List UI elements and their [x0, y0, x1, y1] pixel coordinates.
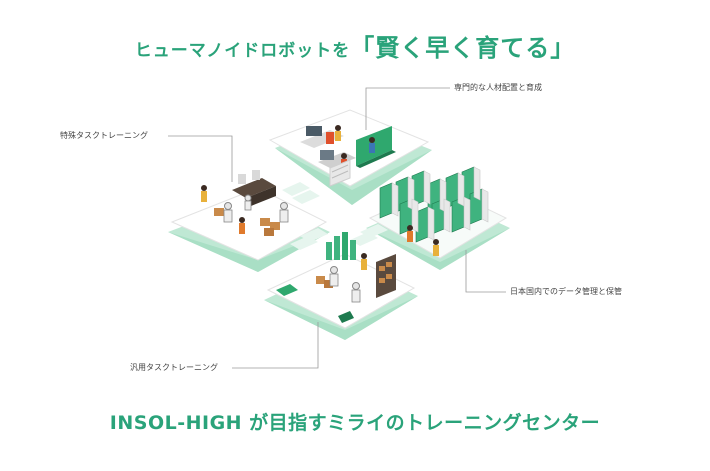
- general-task-scene: [276, 232, 396, 323]
- callout-special-task: 特殊タスクトレーニング: [60, 131, 148, 140]
- data-racks-scene: [379, 166, 489, 256]
- callout-data-storage: 日本国内でのデータ管理と保管: [510, 287, 622, 296]
- callout-talent: 専門的な人材配置と育成: [454, 83, 542, 92]
- walkways: [282, 182, 388, 250]
- headline: ヒューマノイドロボットを「賢く早く育てる」: [0, 28, 710, 63]
- footer-tagline: INSOL-HIGH が目指すミライのトレーニングセンター: [109, 412, 601, 434]
- special-task-scene: [201, 170, 289, 236]
- callout-lines: [168, 87, 506, 369]
- callout-general-task: 汎用タスクトレーニング: [130, 363, 218, 372]
- headline-prefix: ヒューマノイドロボットを: [134, 41, 351, 61]
- office-scene: [300, 125, 396, 187]
- headline-emphasis: 「賢く早く育てる」: [350, 34, 576, 62]
